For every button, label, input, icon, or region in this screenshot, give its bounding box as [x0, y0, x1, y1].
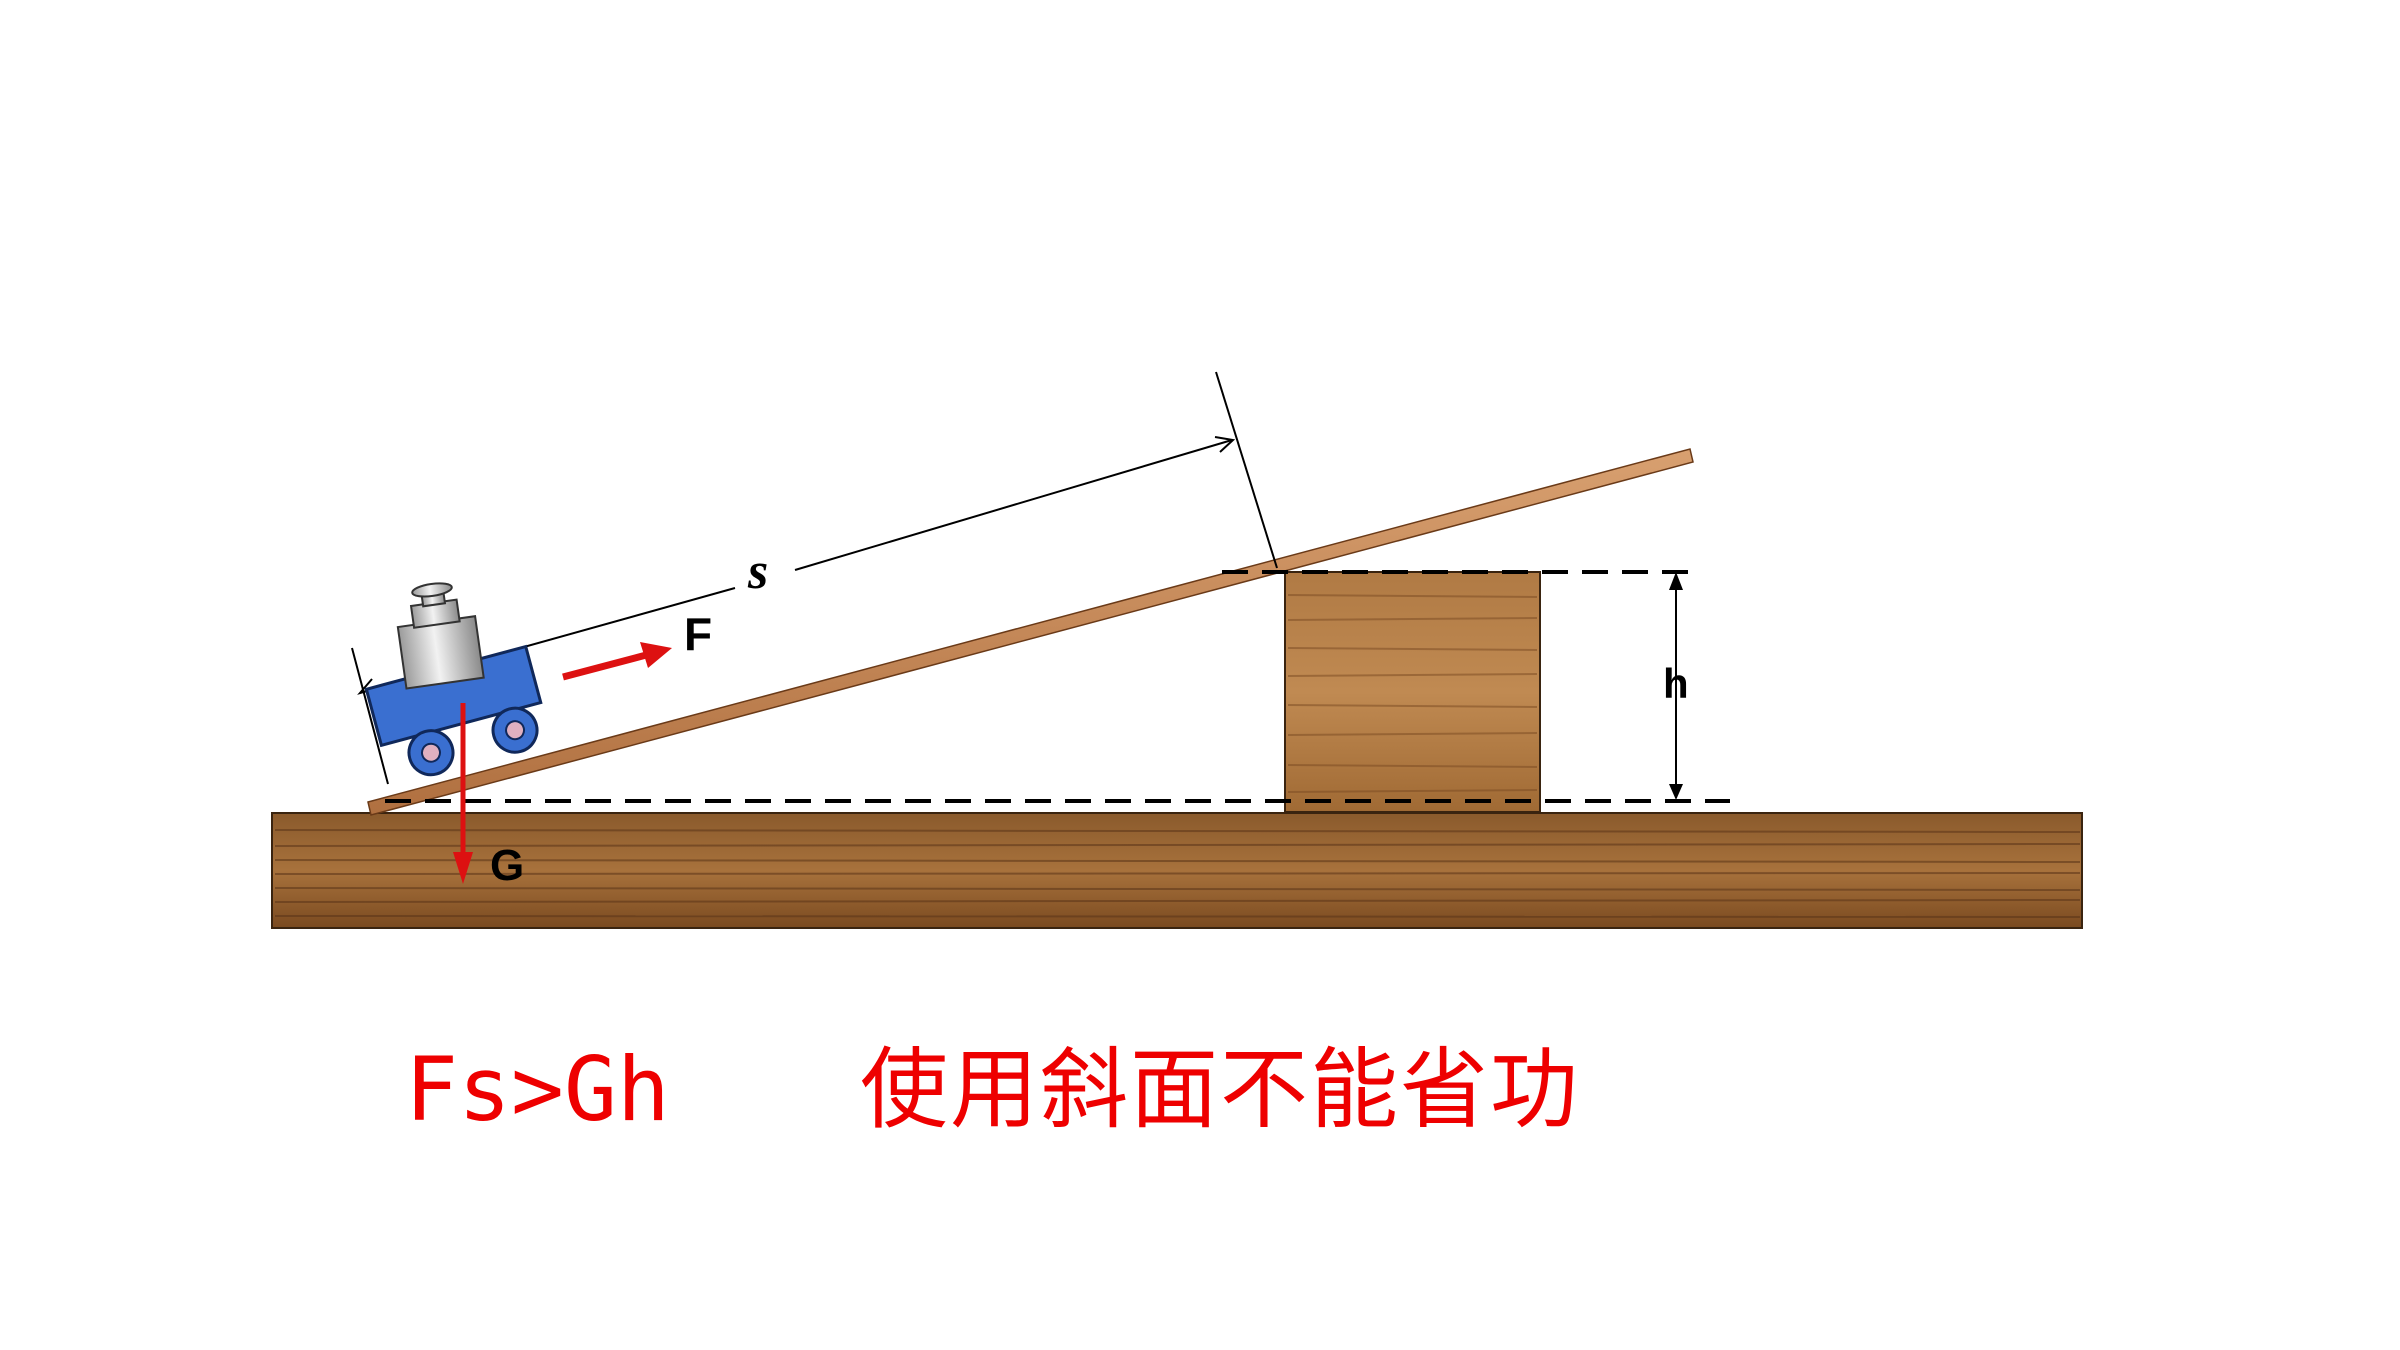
inclined-plank	[367, 448, 1694, 816]
pull-force-label: F	[684, 608, 712, 660]
work-comparison-formula: Fs>Gh	[405, 1038, 670, 1141]
gravity-label: G	[490, 841, 524, 890]
height-label: h	[1663, 660, 1689, 707]
ground-plank	[271, 812, 2083, 929]
support-block	[1284, 571, 1541, 813]
pull-force-arrow	[562, 642, 672, 681]
cart-icon	[364, 644, 543, 777]
gravity-arrow	[453, 703, 473, 884]
slope-length-dimension	[351, 371, 1278, 785]
height-reference-lines	[385, 570, 1730, 803]
height-dimension	[1669, 572, 1683, 800]
slope-length-label: s	[747, 543, 768, 600]
conclusion-text: 使用斜面不能省功	[860, 1038, 1581, 1141]
weight-icon	[396, 582, 485, 690]
